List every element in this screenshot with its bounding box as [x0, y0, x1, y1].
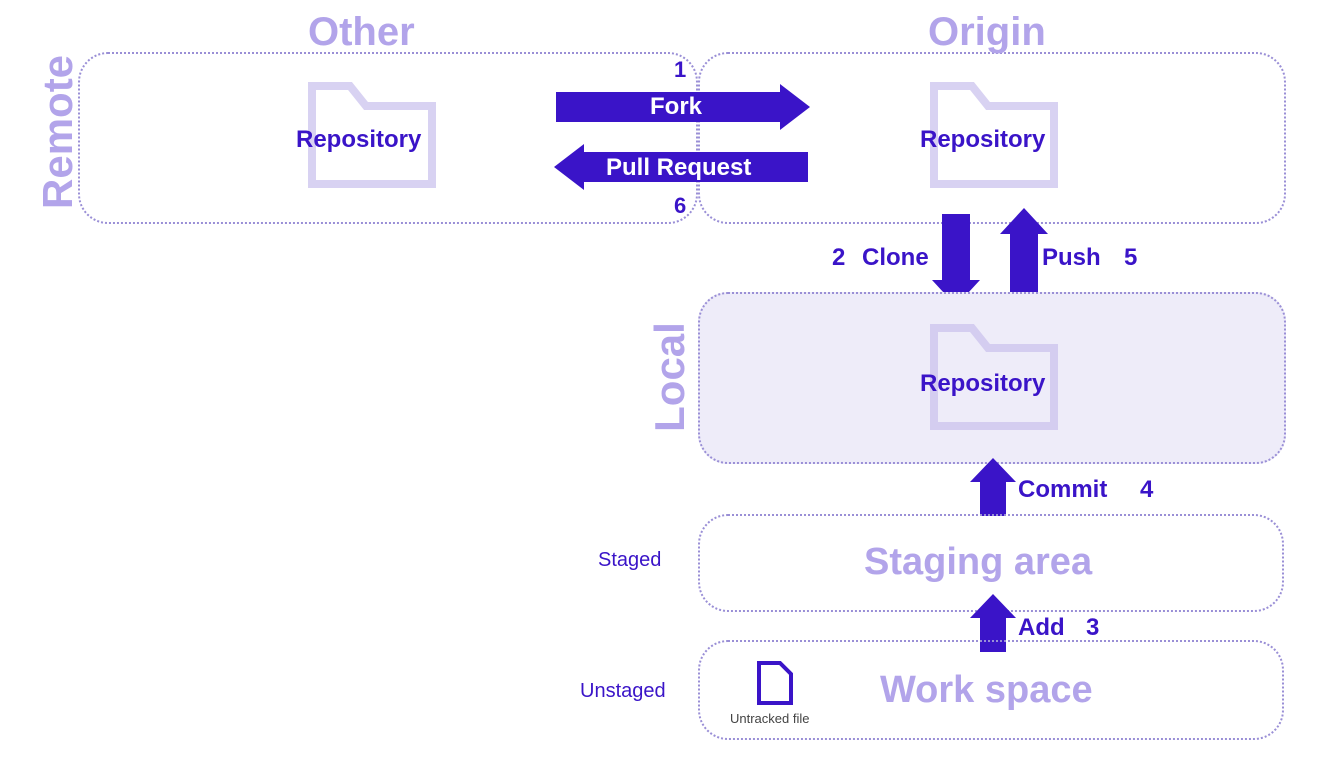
untracked-file-label: Untracked file — [730, 711, 810, 726]
folder-icon-local — [930, 324, 1058, 430]
commit-arrow — [970, 458, 1016, 516]
pull-request-arrow — [554, 144, 808, 190]
repository-label-origin: Repository — [920, 126, 1046, 153]
staging-area-label: Staging area — [864, 541, 1093, 583]
other-title: Other — [308, 10, 415, 54]
add-label: Add — [1018, 614, 1065, 641]
push-label: Push — [1042, 244, 1101, 271]
folder-icon-origin — [930, 82, 1058, 188]
commit-label: Commit — [1018, 476, 1108, 503]
push-arrow — [1000, 208, 1048, 300]
fork-step: 1 — [674, 57, 687, 82]
unstaged-label: Unstaged — [580, 680, 666, 702]
add-arrow — [970, 594, 1016, 652]
other-remote-box — [78, 52, 698, 224]
fork-label: Fork — [650, 93, 703, 120]
origin-title: Origin — [928, 10, 1046, 54]
clone-label: Clone — [862, 244, 929, 271]
origin-remote-box — [698, 52, 1286, 224]
repository-label-local: Repository — [920, 370, 1046, 397]
fork-arrow — [556, 84, 810, 130]
repository-label-other: Repository — [296, 126, 422, 153]
staged-label: Staged — [598, 549, 662, 571]
pull-request-step: 6 — [674, 193, 687, 218]
workspace-label: Work space — [880, 669, 1093, 711]
file-icon — [757, 661, 793, 705]
push-step: 5 — [1124, 244, 1138, 271]
commit-step: 4 — [1140, 476, 1154, 503]
pull-request-label: Pull Request — [606, 154, 752, 181]
folder-icon-other — [308, 82, 436, 188]
local-label: Local — [646, 322, 693, 432]
clone-arrow — [932, 214, 980, 306]
remote-label: Remote — [34, 54, 81, 209]
add-step: 3 — [1086, 614, 1100, 641]
clone-step: 2 — [832, 244, 846, 271]
workspace-box — [698, 640, 1284, 740]
